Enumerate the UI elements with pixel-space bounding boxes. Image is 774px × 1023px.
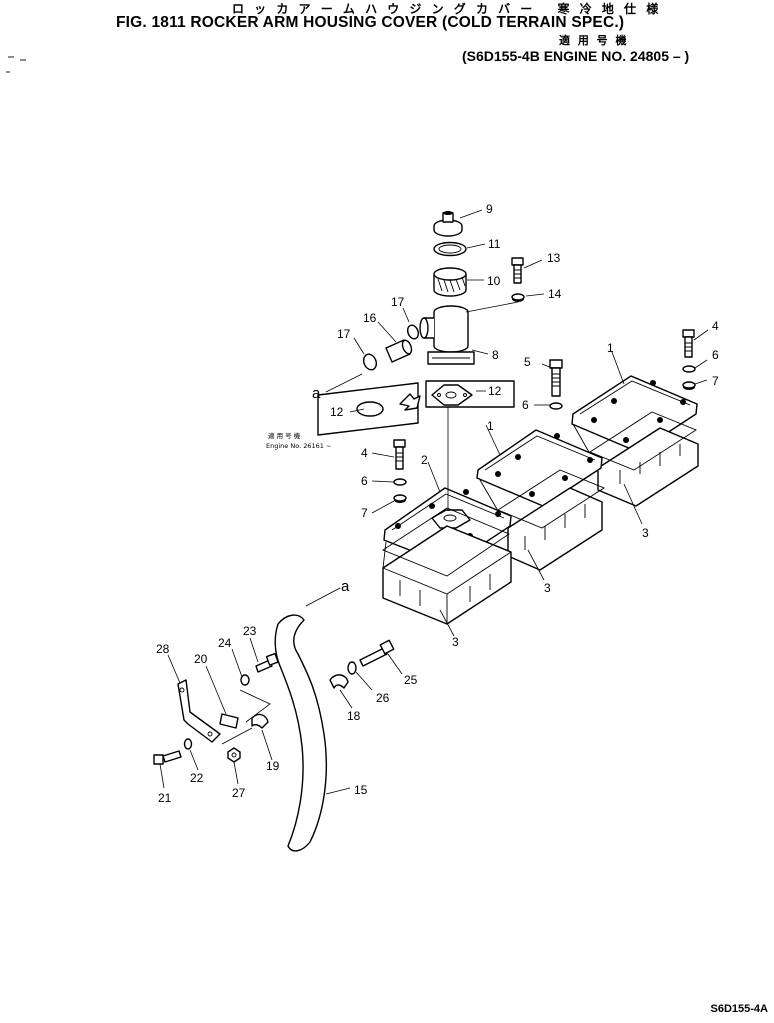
breather-hose-15 [274, 614, 328, 852]
o-ring-11 [433, 241, 467, 257]
callout-3: 3 [544, 581, 551, 595]
callout-12: 12 [330, 405, 344, 419]
interchange-arrow [399, 393, 421, 411]
callout-6: 6 [712, 348, 719, 362]
callout-16: 16 [363, 311, 377, 325]
callout-15: 15 [354, 783, 368, 797]
callout-23: 23 [243, 624, 257, 638]
leader-lines [159, 209, 709, 795]
model-engine-number: (S6D155-4B ENGINE NO. 24805 – ) [462, 48, 690, 64]
callout-10: 10 [487, 274, 501, 288]
filler-neck-8 [419, 305, 475, 365]
clamp-17a [362, 353, 378, 371]
bolt-13 [511, 257, 524, 284]
callout-22: 22 [190, 771, 204, 785]
bolt-4-rear [682, 329, 695, 358]
washer-26 [347, 661, 357, 675]
callout-1: 1 [607, 341, 614, 355]
callout-3: 3 [642, 526, 649, 540]
gasket-12-inset-box [425, 380, 515, 408]
washer-6-front [393, 478, 407, 486]
scan-marks [6, 56, 26, 73]
drawing-code: S6D155-4A [710, 1003, 768, 1015]
callouts: 9 11 10 13 14 17 16 17 8 4 6 7 1 5 12 6 … [156, 202, 719, 805]
callout-21: 21 [158, 791, 172, 805]
bolt-25 [359, 639, 395, 667]
applicability-label-jp: 適 用 号 機 [559, 34, 629, 47]
callout-25: 25 [404, 673, 418, 687]
callout-19: 19 [266, 759, 280, 773]
nut-27 [227, 747, 241, 763]
washer-14 [511, 293, 525, 302]
bracket-28 [177, 679, 221, 743]
washer-22 [183, 738, 193, 750]
filler-cap-9 [433, 211, 463, 237]
callout-12: 12 [488, 384, 502, 398]
callout-13: 13 [547, 251, 561, 265]
callout-27: 27 [232, 786, 246, 800]
bolt-4-front [393, 439, 406, 470]
clamp-20 [219, 713, 239, 729]
washer-7-front [393, 494, 407, 503]
washer-6-rear [682, 365, 696, 373]
callout-a: a [312, 385, 321, 402]
callout-26: 26 [376, 691, 390, 705]
callout-8: 8 [492, 348, 499, 362]
callout-6: 6 [522, 398, 529, 412]
figure-title: FIG. 1811 ROCKER ARM HOUSING COVER (COLD… [116, 14, 625, 31]
bolt-23 [255, 652, 279, 673]
cover-gaskets [382, 411, 697, 577]
callout-a: a [341, 578, 350, 595]
japanese-title: ロ ッ カ ア ー ム ハ ウ ジ ン グ カ バ ー 寒 冷 地 仕 様 [232, 2, 662, 16]
inset-note-jp: 適 用 号 機 [268, 431, 301, 440]
inset-note-engine: Engine No. 26161 ~ [266, 442, 331, 450]
washer-7-rear [682, 381, 696, 390]
clip-19 [251, 713, 269, 729]
washer-24 [240, 674, 250, 686]
washer-6-middle [549, 402, 563, 410]
callout-11: 11 [488, 237, 501, 251]
callout-1: 1 [487, 419, 494, 433]
filter-element-10 [433, 267, 467, 297]
head-base-3-front [382, 525, 512, 625]
hose-16 [385, 339, 413, 363]
inset-note: 適 用 号 機 Engine No. 26161 ~ [266, 431, 331, 450]
bolt-5 [549, 359, 563, 397]
callout-2: 2 [421, 453, 428, 467]
callout-3: 3 [452, 635, 459, 649]
callout-20: 20 [194, 652, 208, 666]
bracket-assembly-lines [221, 689, 271, 745]
bolt-21 [153, 750, 182, 765]
callout-5: 5 [524, 355, 531, 369]
callout-28: 28 [156, 642, 170, 656]
callout-7: 7 [361, 506, 368, 520]
clip-18 [329, 674, 349, 689]
callout-17: 17 [391, 295, 405, 309]
callout-18: 18 [347, 709, 361, 723]
callout-6: 6 [361, 474, 368, 488]
callout-7: 7 [712, 374, 719, 388]
callout-24: 24 [218, 636, 232, 650]
callout-14: 14 [548, 287, 562, 301]
gasket-12-alt-inset-box [317, 382, 419, 436]
clamp-17b [406, 324, 420, 340]
head-cover-1-middle [476, 429, 603, 507]
callout-9: 9 [486, 202, 493, 216]
callout-17: 17 [337, 327, 351, 341]
callout-4: 4 [361, 446, 368, 460]
callout-4: 4 [712, 319, 719, 333]
